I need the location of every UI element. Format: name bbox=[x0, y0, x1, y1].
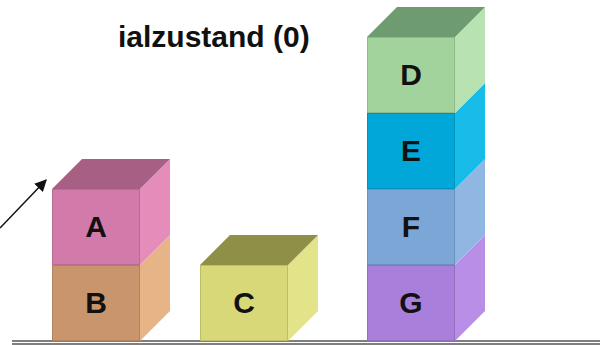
cube-top bbox=[200, 235, 318, 265]
block-face: G bbox=[367, 265, 455, 341]
diagram-title: ialzustand (0) bbox=[118, 22, 310, 52]
block-face: D bbox=[367, 37, 455, 113]
block-face: F bbox=[367, 189, 455, 265]
block-letter: F bbox=[402, 212, 420, 242]
leader-arrow bbox=[0, 180, 46, 228]
block-face: A bbox=[52, 189, 140, 265]
cube-top bbox=[367, 7, 485, 37]
block-letter: B bbox=[85, 288, 107, 318]
cube-top bbox=[52, 159, 170, 189]
block-letter: A bbox=[85, 212, 107, 242]
block-letter: E bbox=[401, 136, 421, 166]
block-letter: G bbox=[399, 288, 422, 318]
block-letter: C bbox=[233, 288, 255, 318]
block-face: E bbox=[367, 113, 455, 189]
block-face: C bbox=[200, 265, 288, 341]
block-face: B bbox=[52, 265, 140, 341]
ground-line bbox=[12, 343, 600, 345]
block-letter: D bbox=[400, 60, 422, 90]
